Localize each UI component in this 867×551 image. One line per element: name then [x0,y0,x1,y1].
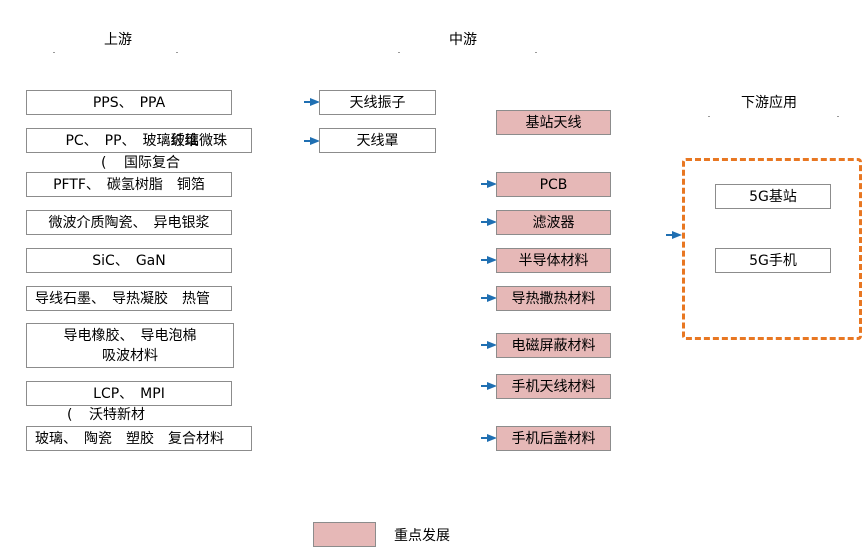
arrow-to-downstream [666,231,682,239]
legend-swatch [313,522,376,547]
midstream-box-label: 导热撒热材料 [511,291,596,307]
upstream-box-sic-gan: SiC、 GaN [26,248,232,273]
upstream-box-label: 玻璃、 陶瓷 塑胶 复合材料 [35,431,224,447]
arrow-to-filter [481,218,497,226]
upstream-box-label: 微波介质陶瓷、 异电银浆 [48,215,210,231]
midstream-box-pcb: PCB [496,172,611,197]
upstream-box-label: PC、 PP、 玻璃纤维 [65,133,199,149]
upstream-box-graphite: 导线石墨、 导热凝胶 热管 [26,286,232,311]
midstream-box-label: 滤波器 [532,215,575,231]
downstream-header: 下游应用 [741,95,797,111]
arrow-to-emi-shielding [481,341,497,349]
upstream-box-glass-ceramic: 玻璃、 陶瓷 塑胶 复合材料 [26,426,252,451]
upstream-box-ceramic: 微波介质陶瓷、 异电银浆 [26,210,232,235]
header-tick [837,116,839,117]
header-tick [398,52,400,53]
midstream-box-emi-shielding: 电磁屏蔽材料 [496,333,611,358]
midstream-box-phone-antenna: 手机天线材料 [496,374,611,399]
midstream-box-semiconductor: 半导体材料 [496,248,611,273]
upstream-note-company: 沃特新材 [89,407,145,423]
midstream-box-label: 基站天线 [525,115,582,131]
midstream-box-label: 天线振子 [349,95,406,111]
upstream-box-pc-pp: PC、 PP、 玻璃纤维 玻璃微珠 [26,128,252,153]
header-tick [176,52,178,53]
downstream-box-label: 5G手机 [749,253,797,269]
midstream-box-radome: 天线罩 [319,128,436,153]
midstream-box-label: 手机后盖材料 [511,431,596,447]
midstream-box-thermal: 导热撒热材料 [496,286,611,311]
arrow-to-pcb [481,180,497,188]
upstream-box-label: PPS、 PPA [92,95,166,111]
legend-label: 重点发展 [394,528,450,544]
midstream-box-label: 半导体材料 [518,253,589,269]
midstream-header: 中游 [449,32,477,48]
upstream-box-pftf: PFTF、 碳氢树脂 铜箔 [26,172,232,197]
midstream-box-antenna-element: 天线振子 [319,90,436,115]
midstream-box-base-station-antenna: 基站天线 [496,110,611,135]
header-tick [53,52,55,53]
upstream-box-label-overlap: 玻璃微珠 [171,133,227,149]
midstream-box-phone-backcover: 手机后盖材料 [496,426,611,451]
downstream-box-5g-base-station: 5G基站 [715,184,831,209]
arrow-to-radome [304,137,320,145]
upstream-box-label: 导线石墨、 导热凝胶 热管 [35,291,210,307]
upstream-note-paren: ( [101,155,107,171]
downstream-box-5g-phone: 5G手机 [715,248,831,273]
midstream-box-label: 电磁屏蔽材料 [511,338,596,354]
upstream-box-label: SiC、 GaN [92,253,166,269]
header-tick [535,52,537,53]
header-tick [708,116,710,117]
downstream-box-label: 5G基站 [749,189,797,205]
upstream-box-label: LCP、 MPI [93,386,165,402]
upstream-note-company: 国际复合 [124,155,180,171]
midstream-box-label: 手机天线材料 [511,379,596,395]
arrow-to-antenna-element [304,98,320,106]
upstream-box-label: 吸波材料 [102,348,158,364]
upstream-box-label: 导电橡胶、 导电泡棉 [63,328,197,344]
upstream-box-label: PFTF、 碳氢树脂 铜箔 [53,177,205,193]
arrow-to-semiconductor [481,256,497,264]
upstream-box-pps-ppa: PPS、 PPA [26,90,232,115]
arrow-to-thermal [481,294,497,302]
upstream-box-conductive-rubber: 导电橡胶、 导电泡棉 吸波材料 [26,323,234,368]
downstream-dashed-group [682,158,862,340]
upstream-header: 上游 [104,32,132,48]
midstream-box-label: PCB [539,177,568,193]
upstream-note-paren: ( [67,407,73,423]
upstream-box-lcp-mpi: LCP、 MPI [26,381,232,406]
midstream-box-filter: 滤波器 [496,210,611,235]
midstream-box-label: 天线罩 [356,133,399,149]
arrow-to-phone-backcover [481,434,497,442]
arrow-to-phone-antenna [481,382,497,390]
